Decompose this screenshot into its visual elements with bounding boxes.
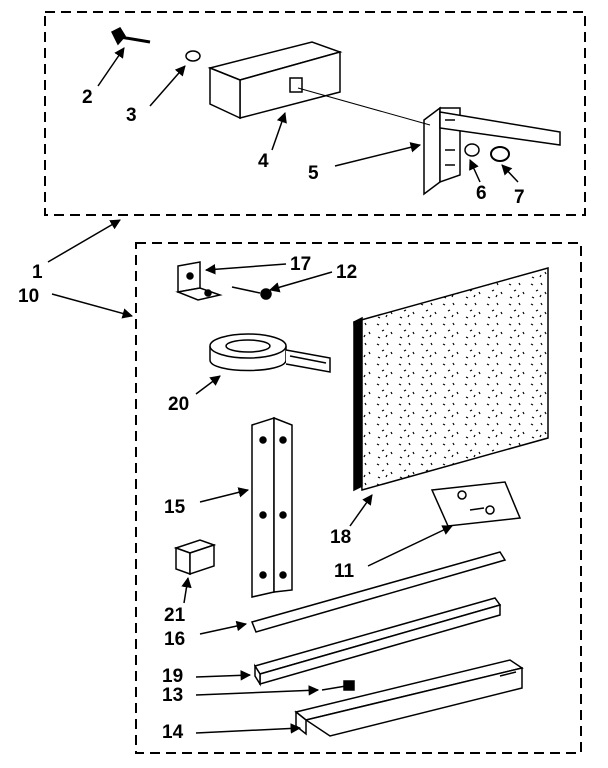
label-2: 2 <box>82 87 93 108</box>
label-4: 4 <box>258 151 269 172</box>
label-11: 11 <box>334 561 355 582</box>
kit-10-outline <box>135 242 582 754</box>
assembly-line <box>297 87 431 126</box>
label-14: 14 <box>162 722 184 743</box>
kit-1-leaders <box>47 47 519 263</box>
label-10: 10 <box>18 286 40 307</box>
label-5: 5 <box>308 163 319 184</box>
part-7-nut <box>490 146 510 162</box>
label-12: 12 <box>336 262 358 283</box>
part-18-filter <box>353 267 549 492</box>
part-16-strip <box>250 551 507 633</box>
label-21: 21 <box>164 605 186 626</box>
part-17-bracket <box>175 261 223 301</box>
part-19-bar <box>253 597 502 687</box>
label-1: 1 <box>32 262 43 283</box>
kit-1-outline <box>44 11 586 216</box>
label-20: 20 <box>168 394 190 415</box>
kit-10-leaders <box>181 263 453 734</box>
label-7: 7 <box>514 187 525 208</box>
part-14-channel <box>294 659 524 737</box>
kit-10-leader <box>51 293 134 319</box>
part-12-screw <box>231 286 272 300</box>
part-11-clip <box>430 481 522 527</box>
part-5-bracket <box>423 106 561 196</box>
part-20-tape <box>209 333 331 373</box>
label-3: 3 <box>126 105 137 126</box>
part-3-washer <box>185 50 201 62</box>
label-6: 6 <box>476 183 487 204</box>
part-13-screw <box>321 680 355 691</box>
label-13: 13 <box>162 685 184 706</box>
part-6-washer <box>464 143 480 157</box>
label-19: 19 <box>162 666 184 687</box>
part-21-block <box>173 539 217 576</box>
label-18: 18 <box>330 527 352 548</box>
part-4-housing <box>207 41 343 120</box>
label-16: 16 <box>164 629 186 650</box>
part-2-screw <box>110 27 151 46</box>
label-17: 17 <box>290 254 312 275</box>
part-15-post <box>251 416 293 598</box>
label-15: 15 <box>164 497 186 518</box>
